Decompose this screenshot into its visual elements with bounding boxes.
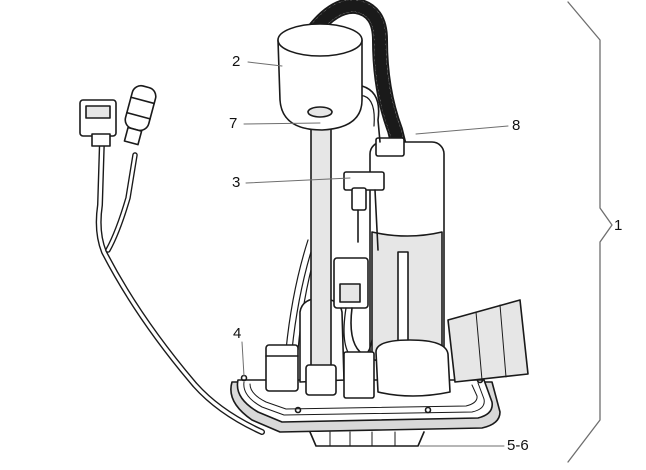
level-sender-unit [333, 257, 375, 399]
electrical-connectors [79, 84, 157, 147]
callout-2: 2 [232, 53, 241, 70]
vertical-tube [305, 114, 337, 396]
assembly-bracket [567, 1, 613, 463]
callout-8: 8 [512, 117, 521, 134]
callout-1: 1 [614, 217, 623, 234]
callout-5-6: 5-6 [507, 437, 529, 454]
callout-4: 4 [233, 325, 242, 342]
callout-3: 3 [232, 174, 241, 191]
callout-7: 7 [229, 115, 238, 132]
fuel-hose [308, 0, 408, 158]
wiring-harness [95, 137, 265, 435]
fuel-strainer [447, 299, 529, 383]
pressure-regulator [343, 171, 385, 251]
fuel-pump-body [369, 137, 445, 363]
leader-lines [241, 61, 509, 447]
canister [277, 23, 363, 131]
pump-cup [375, 339, 451, 397]
